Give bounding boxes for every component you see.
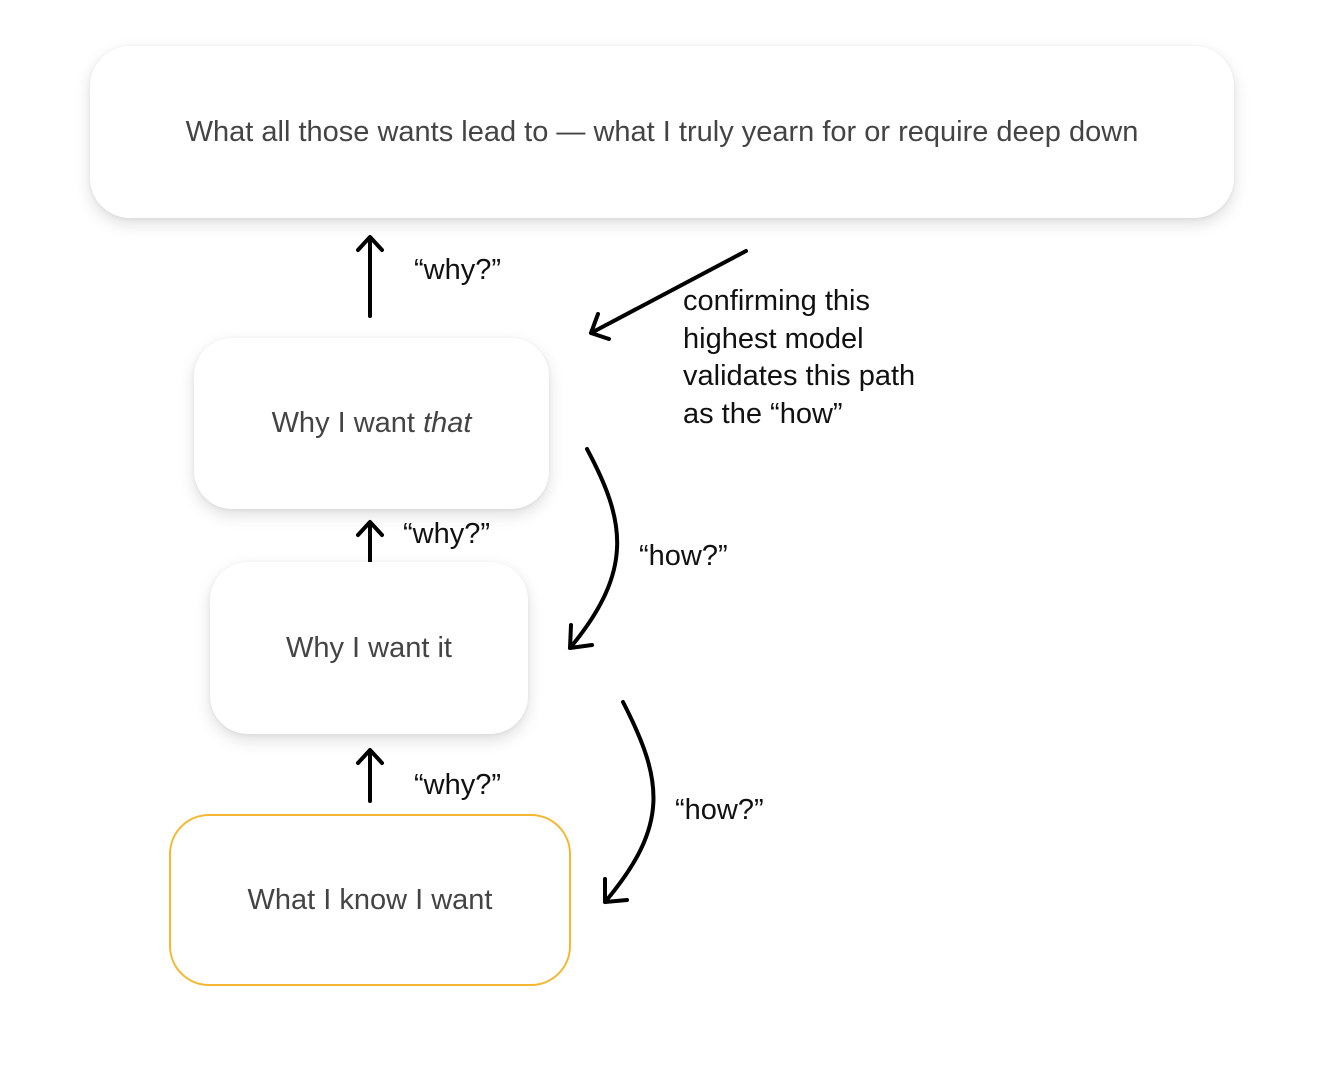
node-why-want-it: Why I want it (210, 562, 528, 734)
node-deep-yearning: What all those wants lead to — what I tr… (90, 46, 1234, 218)
node-what-i-know-text: What I know I want (247, 883, 493, 916)
why-label-top: “why?” (414, 254, 502, 286)
why-label-middle: “why?” (403, 518, 491, 550)
why-arrow-top (356, 235, 384, 318)
node-why-want-that-prefix: Why I want (271, 407, 424, 439)
how-label-lower: “how?” (675, 794, 764, 826)
validation-arrow (589, 249, 748, 341)
node-why-want-that: Why I want that (194, 338, 549, 509)
validation-note-line: confirming this (683, 285, 870, 317)
node-why-want-that-emphasis: that (423, 407, 472, 439)
validation-note-line: validates this path (683, 360, 916, 392)
why-arrow-bottom (356, 748, 384, 803)
why-arrow-middle (356, 520, 384, 565)
validation-note-line: as the “how” (683, 397, 843, 430)
how-label-upper: “how?” (639, 540, 728, 572)
how-arrow-upper (568, 447, 620, 650)
node-why-want-that-text: Why I want that (272, 407, 472, 440)
node-why-want-it-text: Why I want it (286, 631, 452, 664)
node-what-i-know: What I know I want (169, 814, 571, 986)
node-deep-yearning-text: What all those wants lead to — what I tr… (185, 115, 1139, 148)
why-label-bottom: “why?” (414, 769, 502, 801)
validation-note-line: highest model (683, 322, 864, 355)
validation-note: confirming this highest model validates … (683, 283, 1003, 433)
how-arrow-lower (603, 700, 656, 904)
